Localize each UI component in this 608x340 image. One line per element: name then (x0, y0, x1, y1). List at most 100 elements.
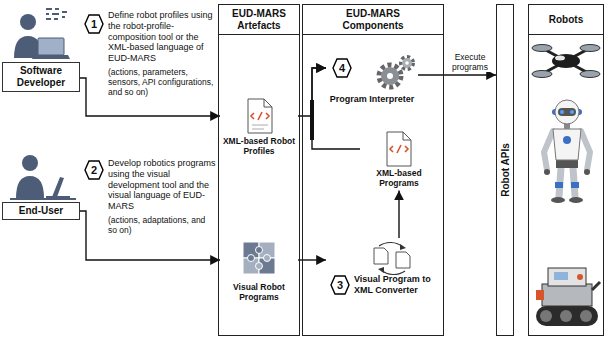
drone-robot (532, 45, 552, 52)
connector (418, 74, 496, 75)
step-details: (actions, parameters, sensors, API confi… (108, 67, 216, 98)
xml-programs-icon (387, 132, 411, 166)
column-panel: EUD-MARS Components 4Program InterpreterX… (302, 4, 444, 336)
xml-document-icon (248, 99, 272, 133)
drone-robot (542, 48, 590, 74)
humanoid-robot (544, 100, 590, 203)
puzzle-icon (264, 255, 271, 262)
developer-icon (32, 55, 70, 59)
artefact-icon: Visual Robot Programs (220, 236, 298, 304)
end-user-icon (10, 155, 76, 199)
gears-icon (387, 73, 393, 79)
lego-robot (554, 272, 568, 280)
column-panel: Robots (528, 4, 604, 336)
lego-robot (542, 284, 592, 306)
end-user-icon (10, 198, 76, 200)
api-bar: Robot APIs (496, 4, 514, 336)
humanoid-robot (571, 182, 579, 188)
developer-icon (46, 9, 67, 19)
developer-icon (20, 14, 36, 30)
humanoid-robot (555, 182, 563, 188)
column-heading: Robots (529, 5, 603, 35)
developer-icon (14, 9, 70, 59)
converter-icon (374, 242, 410, 274)
puzzle-icon (256, 263, 263, 270)
step-number: 3 (330, 275, 350, 295)
drone-robot (580, 45, 600, 52)
lego-robot (548, 268, 586, 286)
step-details: (actions, adaptations, and so on) (108, 215, 216, 235)
lego-robot (592, 282, 600, 290)
xml-programs-icon (390, 145, 408, 153)
humanoid-robot (563, 136, 571, 144)
component-label: Program Interpreter (326, 94, 418, 105)
lego-robot (536, 290, 544, 300)
actor-figure: Software Developer (2, 4, 80, 92)
component-block: 3Visual Program to XML Converter (326, 238, 442, 296)
humanoid-robot (558, 108, 576, 116)
end-user-icon (16, 176, 44, 198)
step-description: Develop robotics programs using the visu… (108, 158, 216, 212)
converter-icon (374, 248, 388, 264)
humanoid-robot (569, 197, 583, 203)
end-user-icon (46, 196, 70, 198)
actor-figure: End-User (2, 150, 80, 220)
converter-icon (396, 252, 410, 268)
lego-robot (536, 268, 600, 326)
lego-robot (536, 306, 598, 326)
connector (312, 68, 360, 149)
puzzle-icon (248, 255, 255, 262)
drone-robot (532, 45, 600, 78)
humanoid-robot (556, 160, 578, 168)
artefact-icon: XML-based Robot Profiles (220, 96, 298, 158)
xml-document-icon (248, 99, 272, 133)
xml-programs-icon (403, 132, 411, 140)
artefact-label: XML-based Robot Profiles (220, 136, 298, 156)
drone-robot (580, 71, 600, 78)
developer-icon (38, 38, 64, 55)
step-number: 4 (332, 58, 352, 78)
converter-icon (378, 267, 384, 273)
edge-label: Execute programs (447, 52, 493, 72)
puzzle-icon (243, 242, 275, 274)
gears-icon (379, 57, 413, 87)
xml-document-icon (264, 99, 272, 107)
step-number: 2 (84, 160, 104, 180)
step-description: Define robot profiles using the robot-pr… (108, 10, 216, 64)
humanoid-robot (551, 197, 565, 203)
gears-icon (405, 61, 409, 65)
converter-icon (381, 270, 405, 275)
lego-robot (560, 310, 572, 322)
lego-robot (580, 310, 592, 322)
end-user-icon (22, 155, 38, 171)
step-number: 1 (84, 14, 104, 34)
humanoid-robot (553, 129, 581, 160)
api-label: Robot APIs (500, 143, 511, 197)
gears-icon (402, 58, 412, 68)
humanoid-robot (544, 131, 553, 170)
xml-programs-icon (387, 132, 411, 166)
humanoid-robot (555, 100, 579, 124)
connector (398, 190, 399, 238)
humanoid-robot (584, 169, 590, 175)
gears-icon (379, 65, 401, 87)
actor-label: End-User (2, 202, 80, 220)
artefact-icon: XML-based Programs (360, 132, 438, 190)
actor-label: Software Developer (2, 62, 80, 92)
gears-icon (401, 57, 413, 69)
column-heading: EUD-MARS Artefacts (219, 5, 299, 35)
connector (80, 211, 220, 260)
drone-robot (555, 56, 565, 61)
column-heading: EUD-MARS Components (303, 5, 443, 35)
xml-document-icon (252, 125, 268, 129)
component-label: Visual Program to XML Converter (354, 274, 442, 296)
component-block: 4Program Interpreter (326, 58, 418, 105)
drone-robot (532, 71, 552, 78)
drone-robot (552, 54, 580, 68)
humanoid-robot (581, 131, 590, 170)
converter-icon (400, 244, 406, 250)
artefact-label: XML-based Programs (360, 168, 438, 188)
end-user-icon (52, 177, 64, 197)
puzzle-icon (256, 247, 263, 254)
